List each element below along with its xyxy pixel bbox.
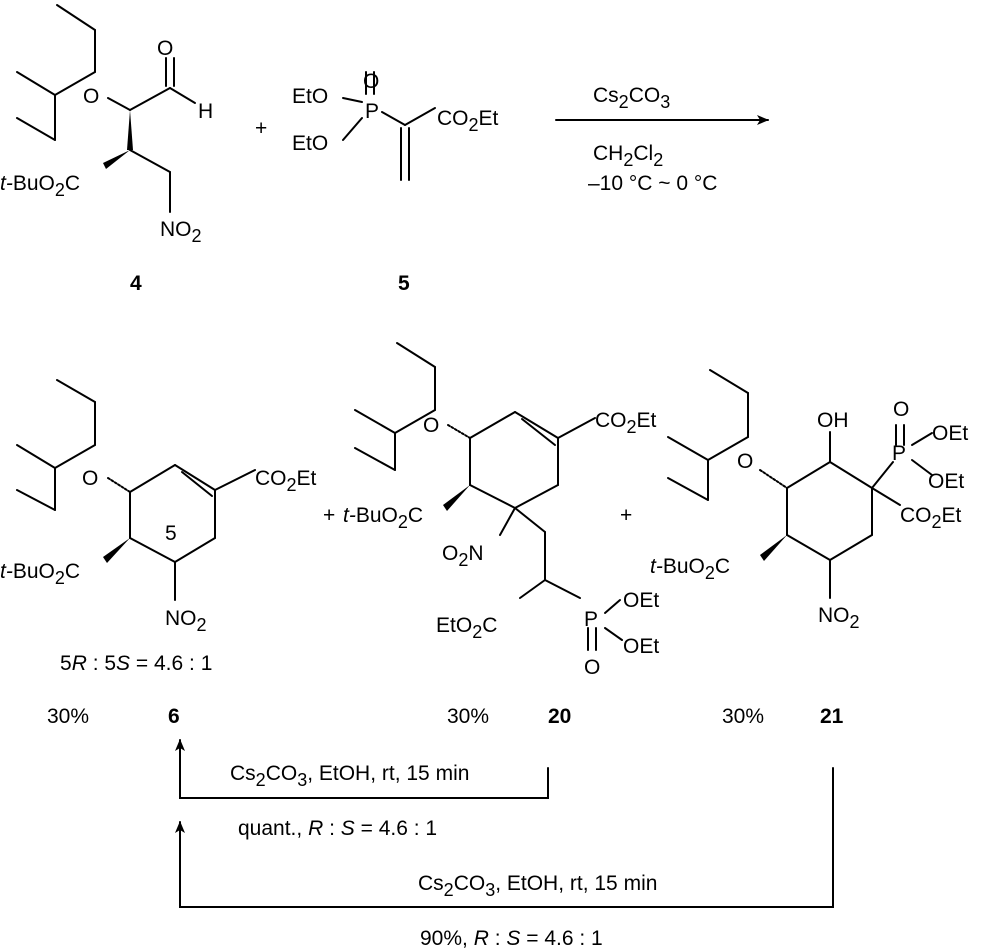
ethoxy-lower-21: OEt bbox=[928, 470, 964, 493]
phosphorus-atom: P bbox=[365, 100, 379, 123]
aldehyde-oxygen: O bbox=[157, 37, 173, 60]
ethoxy-upper: EtO bbox=[292, 85, 328, 108]
nitro-21: NO2 bbox=[818, 604, 860, 632]
yield-20: 30% bbox=[447, 705, 489, 728]
compound-20-number: 20 bbox=[548, 705, 571, 728]
hydroxyl-21: OH bbox=[817, 409, 849, 432]
result-20-to-6: quant., R : S = 4.6 : 1 bbox=[238, 817, 437, 840]
nitro-6: NO2 bbox=[165, 607, 207, 635]
compound-21-number: 21 bbox=[820, 705, 844, 728]
tbu-ester-6: t-BuO2C bbox=[0, 560, 80, 588]
ethoxy-lower-20: OEt bbox=[623, 635, 659, 658]
ethoxy-upper-20: OEt bbox=[623, 589, 659, 612]
ether-oxygen-21: O bbox=[737, 450, 753, 473]
yield-6: 30% bbox=[47, 705, 89, 728]
ether-oxygen-6: O bbox=[82, 467, 98, 490]
compound-4-number: 4 bbox=[130, 272, 142, 295]
ether-oxygen: O bbox=[83, 85, 99, 108]
compound-21-structure bbox=[667, 369, 933, 599]
ethoxy-upper-21: OEt bbox=[932, 422, 968, 445]
tbu-ester-21: t-BuO2C bbox=[650, 555, 730, 583]
yield-21: 30% bbox=[722, 705, 764, 728]
plus-sign-20: + bbox=[323, 504, 335, 527]
solvent-label: CH2Cl2 bbox=[593, 142, 663, 170]
ether-oxygen-20: O bbox=[423, 414, 439, 437]
conditions-20-to-6: Cs2CO3, EtOH, rt, 15 min bbox=[230, 762, 469, 790]
compound-20-structure bbox=[354, 342, 623, 651]
conversion-arrow-21-to-6 bbox=[175, 767, 834, 908]
ester-top-20: CO2Et bbox=[595, 409, 657, 437]
nitro-label: NO2 bbox=[160, 218, 202, 246]
phosphorus-21: P bbox=[892, 442, 906, 465]
ester-low-20: EtO2C bbox=[436, 614, 497, 642]
phosphorus-20: P bbox=[584, 608, 598, 631]
conversion-arrow-20-to-6 bbox=[175, 739, 549, 799]
tbu-ester-label: t-BuO2C bbox=[0, 172, 80, 200]
aldehyde-hydrogen: H bbox=[198, 100, 213, 123]
temperature-label: –10 °C ~ 0 °C bbox=[588, 172, 717, 195]
result-21-to-6: 90%, R : S = 4.6 : 1 bbox=[420, 927, 603, 950]
ester-top-6: CO2Et bbox=[255, 467, 317, 495]
tbu-ester-20: t-BuO2C bbox=[343, 504, 423, 532]
compound-6-number: 6 bbox=[168, 705, 180, 728]
compound-4-structure bbox=[16, 4, 196, 213]
phosphoryl-oxygen-21: O bbox=[893, 398, 909, 421]
compound-6-structure bbox=[16, 379, 256, 601]
ester-21: CO2Et bbox=[900, 504, 962, 532]
ester-label: CO2Et bbox=[437, 107, 499, 135]
reagent-label: Cs2CO3 bbox=[593, 84, 670, 112]
phosphoryl-oxygen: O bbox=[363, 70, 379, 93]
plus-sign-top: + bbox=[255, 117, 267, 140]
ring-position-label: 5 bbox=[165, 522, 177, 545]
nitro-20: O2N bbox=[442, 542, 484, 570]
phosphoryl-oxygen-20: O bbox=[584, 656, 600, 679]
diastereomer-ratio-6: 5R : 5S = 4.6 : 1 bbox=[60, 652, 212, 675]
conditions-21-to-6: Cs2CO3, EtOH, rt, 15 min bbox=[418, 872, 657, 900]
compound-5-number: 5 bbox=[398, 272, 410, 295]
ethoxy-lower: EtO bbox=[292, 132, 328, 155]
plus-sign-21: + bbox=[620, 504, 632, 527]
compound-5-structure bbox=[342, 71, 436, 181]
